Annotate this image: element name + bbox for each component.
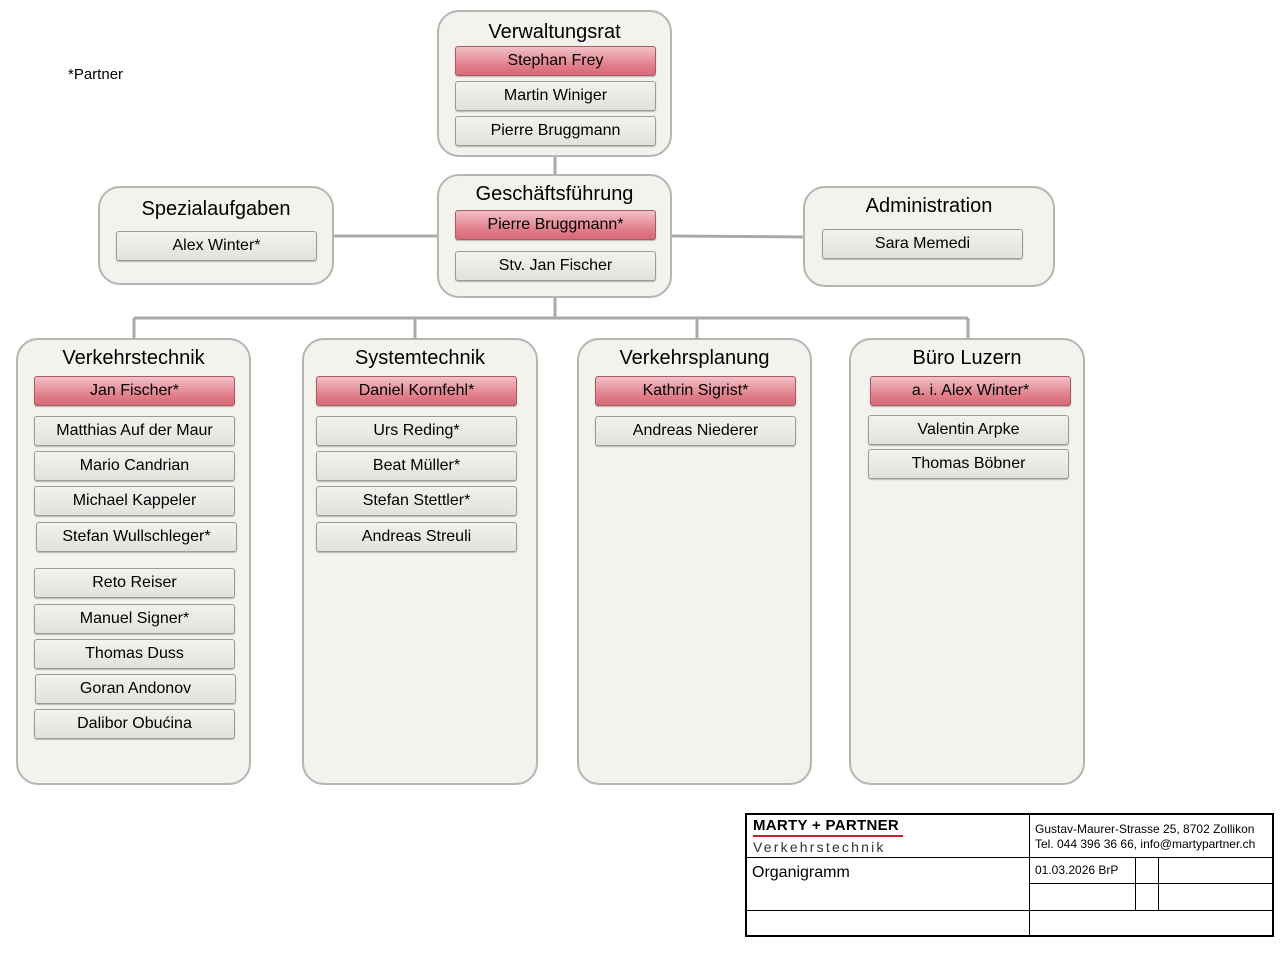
member-box: Thomas Böbner <box>868 449 1069 479</box>
member-box: Stv. Jan Fischer <box>455 251 656 281</box>
group-title: Geschäftsführung <box>475 183 634 205</box>
document-date: 01.03.2026 BrP <box>1035 863 1119 877</box>
department-title: Systemtechnik <box>354 347 486 369</box>
member-box: Stefan Stettler* <box>316 486 517 516</box>
department-verkehrstechnik: Verkehrstechnik Jan Fischer* Matthias Au… <box>16 338 251 785</box>
department-systemtechnik: Systemtechnik Daniel Kornfehl* Urs Redin… <box>302 338 538 785</box>
member-box: Kathrin Sigrist* <box>595 376 796 406</box>
member-box: Thomas Duss <box>34 639 235 669</box>
group-title: Administration <box>865 195 993 217</box>
group-verwaltungsrat: Verwaltungsrat Stephan Frey Martin Winig… <box>437 10 672 157</box>
partner-legend: *Partner <box>68 66 124 83</box>
member-box: Stephan Frey <box>455 46 656 76</box>
connector-gf-admin <box>670 234 806 239</box>
member-box: Stefan Wullschleger* <box>36 522 237 552</box>
member-box: Pierre Bruggmann* <box>455 210 656 240</box>
company-contact: Tel. 044 396 36 66, info@martypartner.ch <box>1035 837 1256 851</box>
member-box: Michael Kappeler <box>34 486 235 516</box>
group-spezialaufgaben: Spezialaufgaben Alex Winter* <box>98 186 334 285</box>
member-box: Sara Memedi <box>822 229 1023 259</box>
group-administration: Administration Sara Memedi <box>803 186 1055 287</box>
department-title: Verkehrstechnik <box>62 347 205 369</box>
group-geschaeftsfuehrung: Geschäftsführung Pierre Bruggmann* Stv. … <box>437 174 672 298</box>
tb-divider <box>1158 857 1159 910</box>
member-box: Urs Reding* <box>316 416 517 446</box>
tb-divider <box>1029 883 1272 884</box>
member-box: Daniel Kornfehl* <box>316 376 517 406</box>
member-box: Andreas Streuli <box>316 522 517 552</box>
tb-divider <box>1029 815 1030 935</box>
company-division: Verkehrstechnik <box>753 839 886 855</box>
member-box: Alex Winter* <box>116 231 317 261</box>
tb-divider <box>1135 857 1136 910</box>
company-address: Gustav-Maurer-Strasse 25, 8702 Zollikon <box>1035 822 1255 836</box>
department-verkehrsplanung: Verkehrsplanung Kathrin Sigrist* Andreas… <box>577 338 812 785</box>
group-title: Spezialaufgaben <box>141 198 291 220</box>
document-title: Organigramm <box>752 864 850 881</box>
title-block: MARTY + PARTNER Verkehrstechnik Gustav-M… <box>745 813 1274 937</box>
company-logo-name: MARTY + PARTNER <box>753 817 900 834</box>
member-box: Beat Müller* <box>316 451 517 481</box>
brand-underline <box>753 835 903 837</box>
member-box: Martin Winiger <box>455 81 656 111</box>
tb-divider <box>747 857 1272 858</box>
department-buero-luzern: Büro Luzern a. i. Alex Winter* Valentin … <box>849 338 1085 785</box>
member-box: Pierre Bruggmann <box>455 116 656 146</box>
member-box: Jan Fischer* <box>34 376 235 406</box>
member-box: Valentin Arpke <box>868 415 1069 445</box>
member-box: Mario Candrian <box>34 451 235 481</box>
member-box: Reto Reiser <box>34 568 235 598</box>
member-box: Matthias Auf der Maur <box>34 416 235 446</box>
member-box: a. i. Alex Winter* <box>870 376 1071 406</box>
tb-divider <box>747 910 1272 911</box>
department-title: Büro Luzern <box>912 347 1022 369</box>
member-box: Dalibor Obućina <box>34 709 235 739</box>
member-box: Andreas Niederer <box>595 416 796 446</box>
member-box: Goran Andonov <box>35 674 236 704</box>
member-box: Manuel Signer* <box>34 604 235 634</box>
group-title: Verwaltungsrat <box>488 21 621 43</box>
department-title: Verkehrsplanung <box>619 347 770 369</box>
